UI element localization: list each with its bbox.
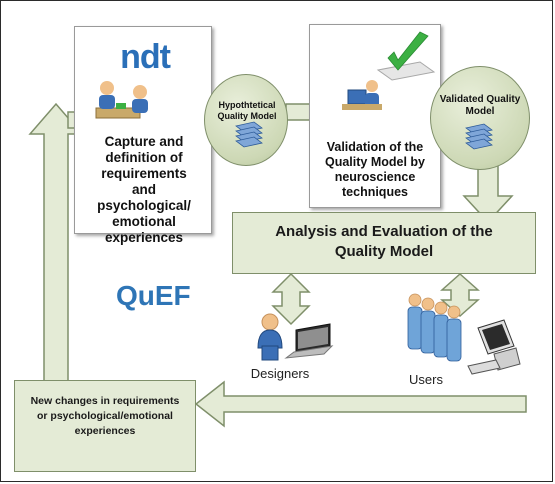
changes-text: New changes in requirements or psycholog… xyxy=(30,395,180,437)
quef-title: QuEF xyxy=(116,280,191,311)
designers-label: Designers xyxy=(250,366,310,381)
analysis-text: Analysis and Evaluation of the Quality M… xyxy=(275,223,493,260)
checkbox-check xyxy=(376,31,436,81)
arrow-designers xyxy=(271,272,311,326)
laptop-icon xyxy=(284,323,334,359)
validated-model-node xyxy=(430,66,530,170)
designer-person-icon xyxy=(257,313,283,361)
arrow-validated-to-analysis xyxy=(462,164,514,224)
desktop-computer-icon xyxy=(467,319,521,375)
capture-people-icon xyxy=(95,81,148,119)
validation-box xyxy=(309,24,441,208)
hypothetical-text: Hypothtetical Quality Model xyxy=(217,100,277,121)
analysis-box xyxy=(232,212,536,274)
hypothetical-model-node xyxy=(204,74,288,166)
changes-box xyxy=(14,380,196,472)
capture-box xyxy=(74,26,212,234)
users-label: Users xyxy=(409,372,443,387)
capture-text: Capture and definition of requirements a… xyxy=(97,134,191,245)
validation-person-icon xyxy=(342,80,382,110)
validated-text: Validated Quality Model xyxy=(439,94,521,117)
ndt-logo: ndt xyxy=(120,38,171,76)
arrow-users xyxy=(440,272,480,318)
validation-text: Validation of the Quality Model by neuro… xyxy=(324,140,425,199)
arrow-into-changes xyxy=(194,380,527,428)
